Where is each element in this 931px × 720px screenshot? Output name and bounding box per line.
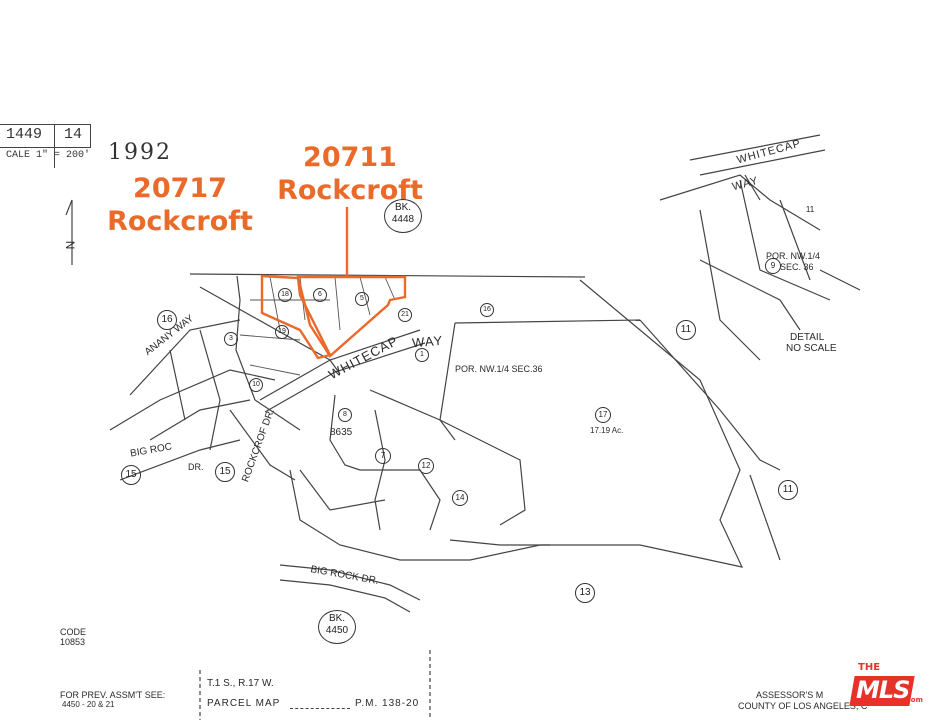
- acreage-label: 17.19 Ac.: [590, 426, 624, 435]
- mls-logo-the: THE: [858, 662, 881, 673]
- parcel-circle: 8: [338, 408, 352, 422]
- mls-logo-text: MLS: [856, 676, 910, 704]
- page-number: 14: [64, 126, 83, 143]
- book-ref-4448: BK. 4448: [384, 199, 422, 233]
- parcel-circle: 17: [595, 407, 611, 423]
- pm-label: P.M. 138-20: [355, 698, 420, 709]
- road-label-way: WAY: [411, 332, 444, 351]
- book-ref-number: 4450: [325, 625, 349, 636]
- mls-logo: THE MLS .com: [849, 662, 924, 710]
- parcel-circle: 1: [415, 348, 429, 362]
- township-label: T.1 S., R.17 W.: [207, 678, 274, 689]
- no-scale-label: NO SCALE: [786, 343, 837, 354]
- parcel-circle: 15: [121, 465, 141, 485]
- parcel-circle: 16: [157, 310, 177, 330]
- code-value: 10853: [60, 637, 86, 647]
- parcel-circle: 7: [375, 448, 391, 464]
- detail-label: DETAIL: [790, 332, 825, 343]
- prev-assmt-label: FOR PREV. ASSM'T SEE:: [60, 690, 166, 700]
- parcel-circle: 10: [249, 378, 263, 392]
- parcel-a-street: Rockcroft: [107, 206, 253, 237]
- parcel-circle: 14: [452, 490, 468, 506]
- book-ref-4450: BK. 4450: [318, 610, 356, 644]
- parcel-circle: 18: [278, 288, 292, 302]
- parcel-circle: 3: [224, 332, 238, 346]
- road-label-big-rock-dr: DR.: [188, 462, 204, 472]
- footer-dashes: [290, 708, 350, 709]
- book-ref-number: 4448: [391, 214, 415, 225]
- parcel-map-label: PARCEL MAP: [207, 698, 281, 709]
- parcel-circle: 5: [355, 292, 369, 306]
- parcel-circle: 11: [778, 480, 798, 500]
- book-ref-title: BK.: [394, 202, 412, 213]
- parcel-circle: 13: [575, 583, 595, 603]
- parcel-circle: 6: [313, 288, 327, 302]
- code-label: CODE: [60, 627, 87, 637]
- prev-assmt-value: 4450 - 20 & 21: [62, 700, 115, 709]
- parcel-circle: 21: [398, 308, 412, 322]
- book-number: 1449: [6, 126, 43, 143]
- county-label: COUNTY OF LOS ANGELES, C: [738, 701, 868, 711]
- parcel-b-number: 20711: [303, 142, 397, 173]
- book-divider: [54, 124, 55, 168]
- mls-logo-com: .com: [904, 696, 923, 704]
- parcel-number-label: 8635: [330, 427, 353, 438]
- parcel-circle: 16: [480, 303, 494, 317]
- north-arrow-icon: N: [63, 240, 78, 250]
- parcel-a-number: 20717: [133, 173, 227, 204]
- section-label: POR. NW.1/4 SEC.36: [455, 364, 543, 374]
- assessor-label: ASSESSOR'S M: [756, 690, 824, 700]
- parcel-circle: 15: [215, 462, 235, 482]
- detail-section-label-1: POR. NW.1/4: [766, 251, 821, 261]
- detail-section-label-2: SEC. 36: [780, 262, 814, 272]
- parcel-circle: 11: [676, 320, 696, 340]
- parcel-circle: 19: [275, 325, 289, 339]
- parcel-circle: 12: [418, 458, 434, 474]
- map-year: 1992: [108, 140, 172, 165]
- parcel-circle: 9: [765, 258, 781, 274]
- book-page-box: [0, 124, 91, 148]
- parcel-circle: 11: [805, 205, 815, 214]
- scale-label: CALE 1" = 200': [6, 150, 91, 161]
- book-ref-title: BK.: [328, 613, 346, 624]
